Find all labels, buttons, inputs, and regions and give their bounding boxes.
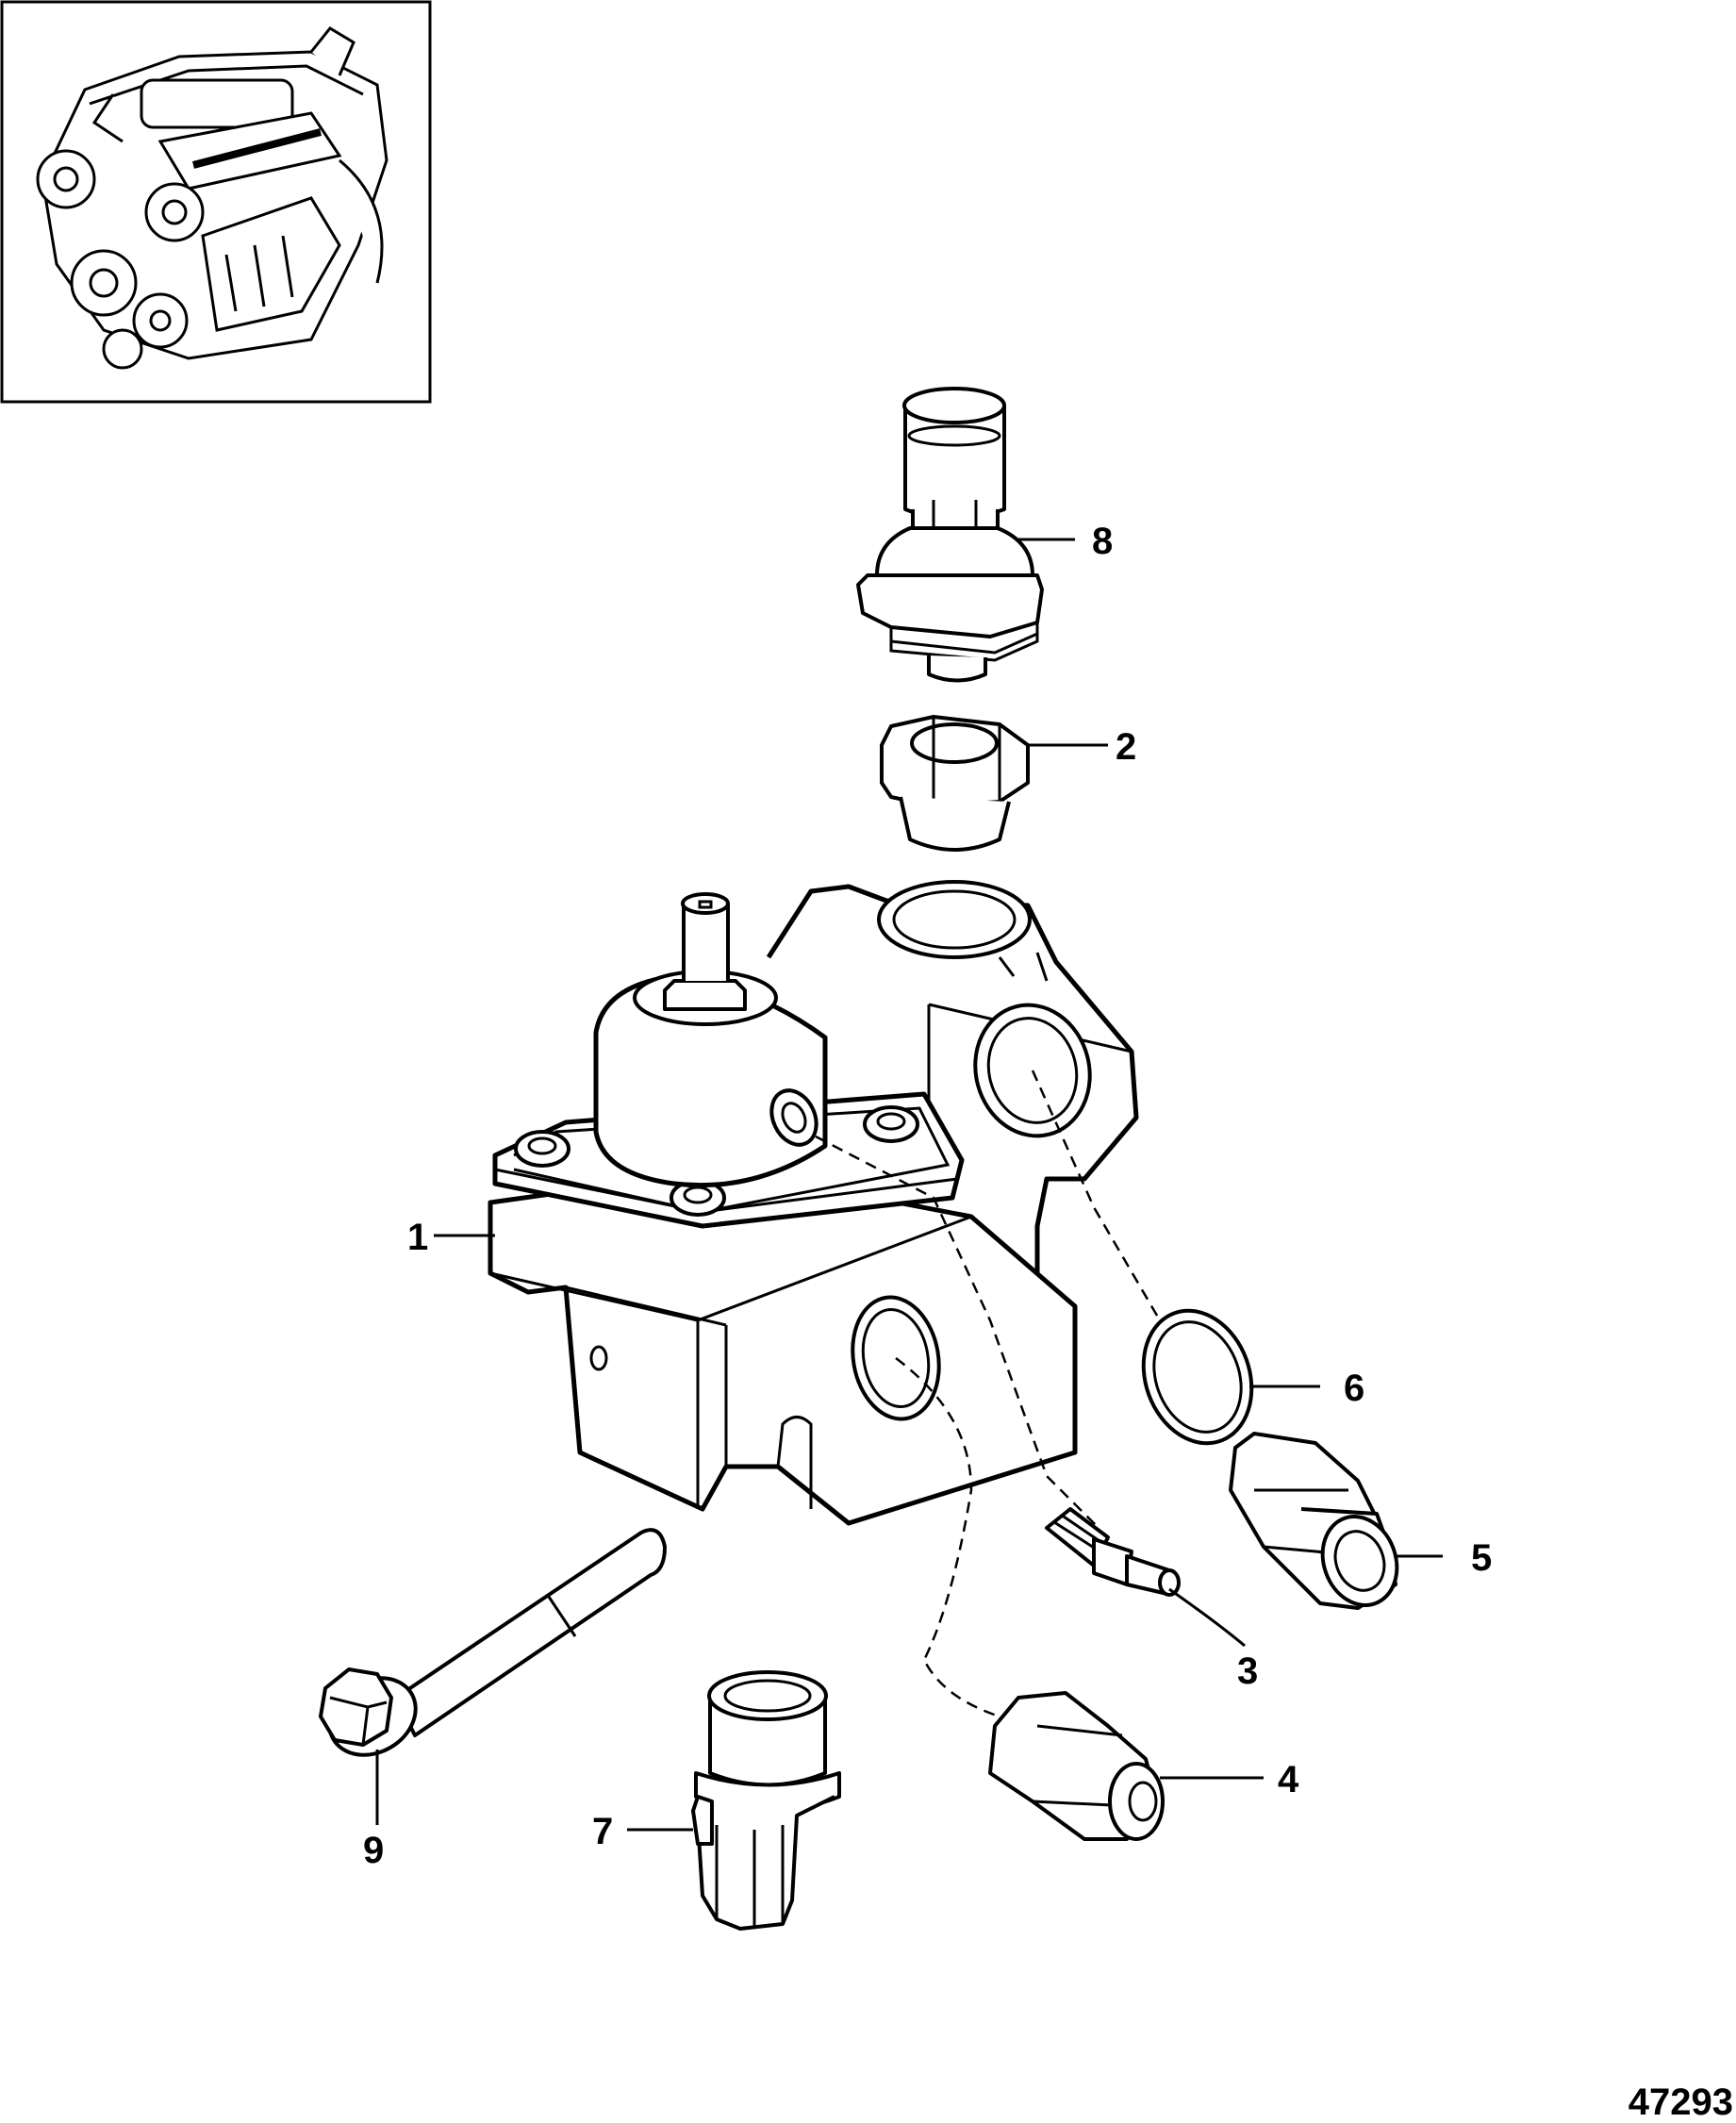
cap-screw [514,1130,570,1168]
assembly-line [815,1135,1099,1529]
engine-inset [0,0,432,404]
hose-barb-fitting [1045,1507,1181,1597]
pressure-switch [691,1670,841,1931]
callout-5: 5 [1471,1537,1492,1579]
pressure-sender [856,387,1044,683]
o-ring [1141,1308,1254,1446]
callout-2: 2 [1116,726,1136,768]
engine-illustration-icon [36,26,389,370]
flare-fitting [988,1691,1165,1841]
assembly-line [1031,1070,1218,1416]
leader-lines [375,538,1443,1832]
callout-7: 7 [592,1811,613,1852]
callout-9: 9 [363,1830,384,1871]
fuel-pressure-regulator-body [488,880,1139,1526]
flare-fitting-with-hex [1229,1432,1399,1610]
hex-plug [880,715,1030,852]
flange-bolt [319,1528,667,1757]
cap-screw [863,1105,919,1143]
callout-6: 6 [1344,1368,1364,1409]
assembly-line [895,1357,1000,1718]
callout-8: 8 [1092,521,1113,562]
callout-1: 1 [407,1217,428,1258]
callout-4: 4 [1278,1759,1299,1800]
callout-3: 3 [1237,1650,1258,1692]
figure-number: 47293 [1629,2082,1733,2123]
